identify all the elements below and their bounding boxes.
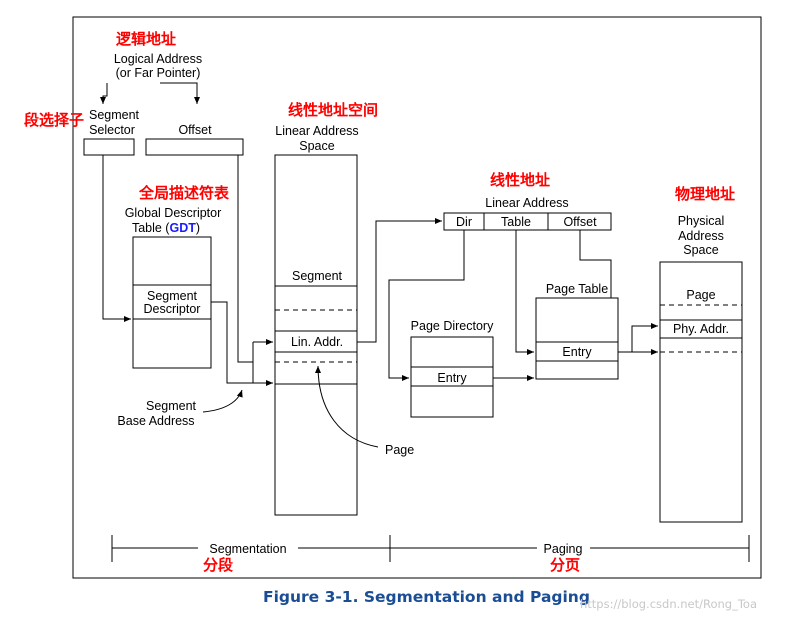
- dir-to-directory-arrow: [388, 230, 465, 381]
- page-pointer: [315, 365, 379, 448]
- physical-page-label: Page: [686, 288, 715, 302]
- page-label: Page: [385, 443, 414, 457]
- linear-address-register: [443, 212, 612, 231]
- logical-address-cn: 逻辑地址: [116, 30, 176, 48]
- linear-address-cn: 线性地址: [490, 171, 550, 189]
- physical-label-3: Space: [683, 243, 718, 257]
- segment-selector-label-1: Segment: [89, 108, 140, 122]
- figure-frame: [72, 16, 762, 579]
- segment-selector-label-2: Selector: [89, 123, 135, 137]
- page-table: [535, 297, 619, 380]
- linear-space-cn: 线性地址空间: [288, 101, 378, 119]
- page-directory-entry: Entry: [437, 371, 467, 385]
- segment-base-label-1: Segment: [146, 399, 197, 413]
- gdt-label-1: Global Descriptor: [125, 206, 222, 220]
- offset-label: Offset: [178, 123, 212, 137]
- segment-descriptor-label-1: Segment: [147, 289, 198, 303]
- phy-addr-label: Phy. Addr.: [673, 322, 729, 336]
- linaddr-to-register-arrow: [357, 218, 442, 343]
- dir-field: Dir: [456, 215, 472, 229]
- page-directory-title: Page Directory: [411, 319, 494, 333]
- segment-selector-cn: 段选择子: [24, 111, 84, 129]
- physical-label-2: Address: [678, 229, 724, 243]
- table-field: Table: [501, 215, 531, 229]
- segmentation-label: Segmentation: [209, 542, 286, 556]
- linear-address-space: [274, 154, 358, 516]
- segmentation-cn: 分段: [203, 556, 233, 574]
- paging-label: Paging: [544, 542, 583, 556]
- linear-space-label-1: Linear Address: [275, 124, 358, 138]
- far-pointer-label: (or Far Pointer): [116, 66, 201, 80]
- figure-caption: Figure 3-1. Segmentation and Paging: [263, 588, 590, 606]
- pte-to-physical-arrow: [618, 323, 658, 353]
- offset-field: Offset: [563, 215, 597, 229]
- gdt-table: [132, 236, 212, 369]
- gdt-label-2: Table (GDT): [132, 221, 200, 235]
- page-directory: [410, 336, 494, 418]
- segment-base-label-2: Base Address: [117, 414, 194, 428]
- offset-box: [145, 138, 244, 156]
- table-to-pagetable-arrow: [515, 230, 534, 355]
- gdt-cn: 全局描述符表: [138, 184, 230, 202]
- linear-segment-label: Segment: [292, 269, 343, 283]
- page-table-entry: Entry: [562, 345, 592, 359]
- watermark: https://blog.csdn.net/Rong_Toa: [580, 597, 757, 611]
- selector-to-descriptor-arrow: [102, 155, 131, 322]
- lin-addr-label: Lin. Addr.: [291, 335, 343, 349]
- page-table-title: Page Table: [546, 282, 608, 296]
- physical-cn: 物理地址: [675, 185, 735, 203]
- linear-space-label-2: Space: [299, 139, 334, 153]
- segment-descriptor-label-2: Descriptor: [144, 302, 201, 316]
- linear-address-title: Linear Address: [485, 196, 568, 210]
- logical-to-offset-arrow: [160, 82, 200, 104]
- descriptor-to-linear-arrow: [211, 301, 273, 386]
- logical-address-label: Logical Address: [114, 52, 202, 66]
- physical-label-1: Physical: [678, 214, 725, 228]
- logical-to-selector-arrow: [100, 83, 108, 104]
- segment-selector-box: [83, 138, 135, 156]
- offset-down-line: [237, 155, 253, 363]
- paging-cn: 分页: [550, 556, 580, 574]
- segment-base-pointer: [202, 389, 243, 413]
